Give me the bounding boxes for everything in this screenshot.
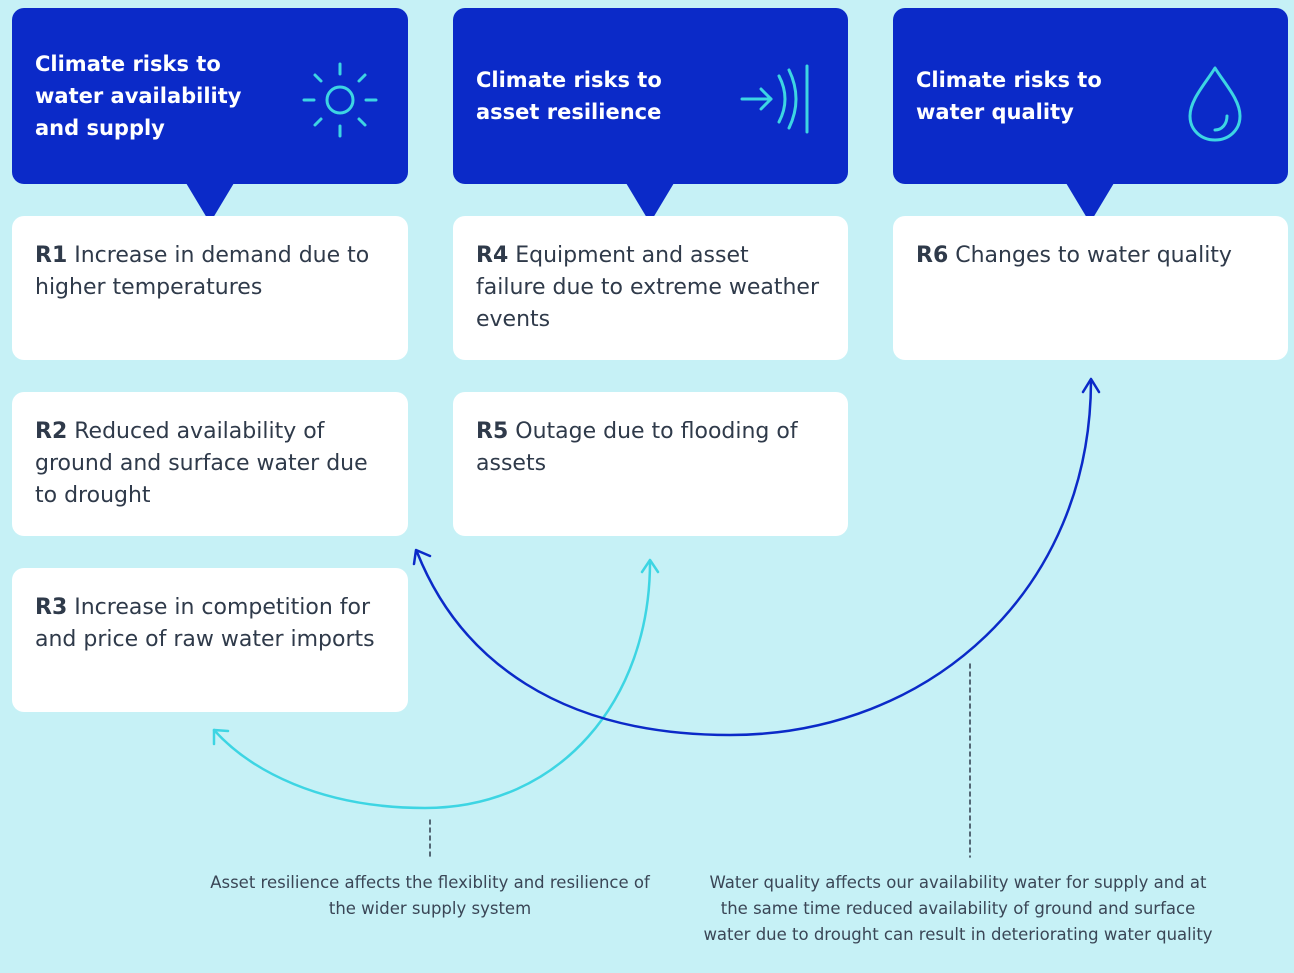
risk-card-r5: R5 Outage due to flooding of assets bbox=[453, 392, 848, 536]
note-asset-resilience: Asset resilience affects the flexiblity … bbox=[210, 873, 650, 918]
risk-code: R1 bbox=[35, 243, 68, 268]
header-water-quality: Climate risks to water quality bbox=[893, 8, 1288, 184]
header-title: Climate risks to asset resilience bbox=[476, 68, 662, 124]
risk-text: Increase in competition for and price of… bbox=[35, 595, 375, 652]
risk-card-r2: R2 Reduced availability of ground and su… bbox=[12, 392, 408, 536]
risk-code: R6 bbox=[916, 243, 949, 268]
risk-text: Equipment and asset failure due to extre… bbox=[476, 243, 820, 332]
header-asset-resilience: Climate risks to asset resilience bbox=[453, 8, 848, 184]
water-quality-arc bbox=[415, 378, 1093, 737]
sun-icon bbox=[302, 62, 378, 138]
water-drop-icon bbox=[1188, 66, 1242, 142]
risk-card-r6: R6 Changes to water quality bbox=[893, 216, 1288, 360]
header-title: Climate risks to water quality bbox=[916, 68, 1102, 124]
risk-code: R4 bbox=[476, 243, 509, 268]
risk-card-r4: R4 Equipment and asset failure due to ex… bbox=[453, 216, 848, 360]
risk-code: R5 bbox=[476, 419, 509, 444]
header-water-availability: Climate risks to water availability and … bbox=[12, 8, 408, 184]
risk-text: Changes to water quality bbox=[955, 243, 1232, 268]
risk-text: Increase in demand due to higher tempera… bbox=[35, 243, 370, 300]
risk-text: Outage due to flooding of assets bbox=[476, 419, 798, 476]
risk-card-r1: R1 Increase in demand due to higher temp… bbox=[12, 216, 408, 360]
water-quality-arrowhead-top bbox=[1081, 377, 1101, 394]
asset-resilience-arrowhead-left bbox=[212, 728, 230, 746]
asset-resilience-arrowhead-top bbox=[640, 558, 660, 574]
note-water-quality: Water quality affects our availability w… bbox=[703, 873, 1213, 944]
risk-text: Reduced availability of ground and surfa… bbox=[35, 419, 368, 508]
water-quality-arrowhead-left bbox=[412, 548, 432, 566]
risk-code: R3 bbox=[35, 595, 68, 620]
risk-card-r3: R3 Increase in competition for and price… bbox=[12, 568, 408, 712]
risk-code: R2 bbox=[35, 419, 68, 444]
asset-resilience-arc bbox=[212, 560, 652, 810]
arrow-signal-icon bbox=[740, 64, 809, 134]
header-title: Climate risks to water availability and … bbox=[35, 52, 242, 140]
